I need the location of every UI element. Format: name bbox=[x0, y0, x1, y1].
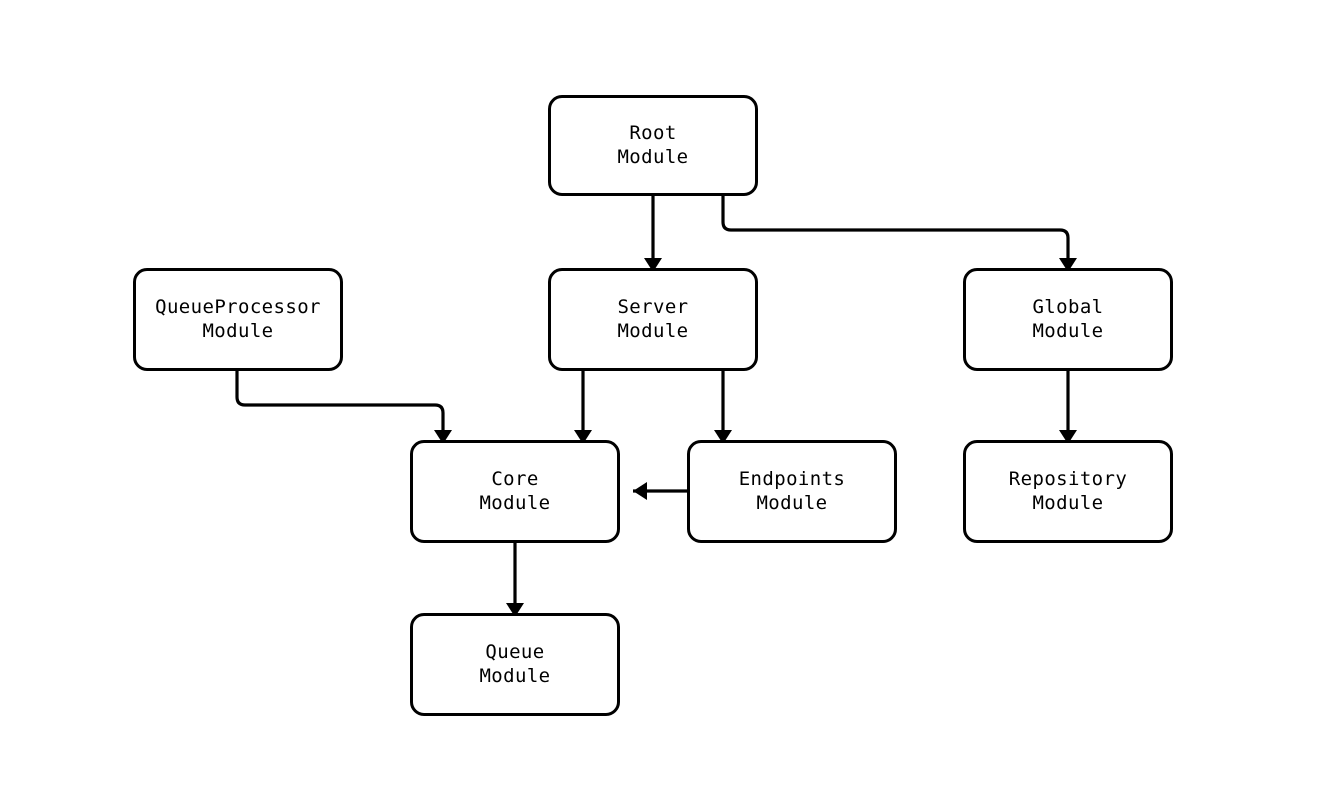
node-label-line2: Module bbox=[1032, 491, 1104, 514]
core-module-node[interactable]: Core Module bbox=[410, 440, 620, 543]
node-label-line2: Module bbox=[617, 319, 689, 342]
edge-root-to-global bbox=[721, 196, 1070, 258]
node-label-line1: Endpoints bbox=[738, 468, 846, 491]
server-module-node[interactable]: Server Module bbox=[548, 268, 758, 371]
node-label-line2: Module bbox=[617, 145, 689, 168]
queueprocessor-module-node[interactable]: QueueProcessor Module bbox=[133, 268, 343, 371]
node-label-line1: Repository bbox=[1008, 468, 1128, 491]
edge-paths bbox=[235, 196, 1077, 617]
global-module-node[interactable]: Global Module bbox=[963, 268, 1173, 371]
node-label-line1: Root bbox=[629, 122, 677, 145]
edge-queueprocessor-to-core bbox=[235, 371, 445, 430]
node-label-line2: Module bbox=[479, 491, 551, 514]
queue-module-node[interactable]: Queue Module bbox=[410, 613, 620, 716]
edge-endpoints-to-core-arrowhead bbox=[633, 482, 647, 500]
root-module-node[interactable]: Root Module bbox=[548, 95, 758, 196]
node-label-line2: Module bbox=[1032, 319, 1104, 342]
node-label-line2: Module bbox=[756, 491, 828, 514]
node-label-line2: Module bbox=[479, 664, 551, 687]
node-label-line1: QueueProcessor bbox=[155, 296, 321, 319]
node-label-line2: Module bbox=[202, 319, 274, 342]
repository-module-node[interactable]: Repository Module bbox=[963, 440, 1173, 543]
node-label-line1: Queue bbox=[485, 641, 545, 664]
endpoints-module-node[interactable]: Endpoints Module bbox=[687, 440, 897, 543]
node-label-line1: Core bbox=[491, 468, 539, 491]
node-label-line1: Server bbox=[617, 296, 689, 319]
node-label-line1: Global bbox=[1032, 296, 1104, 319]
